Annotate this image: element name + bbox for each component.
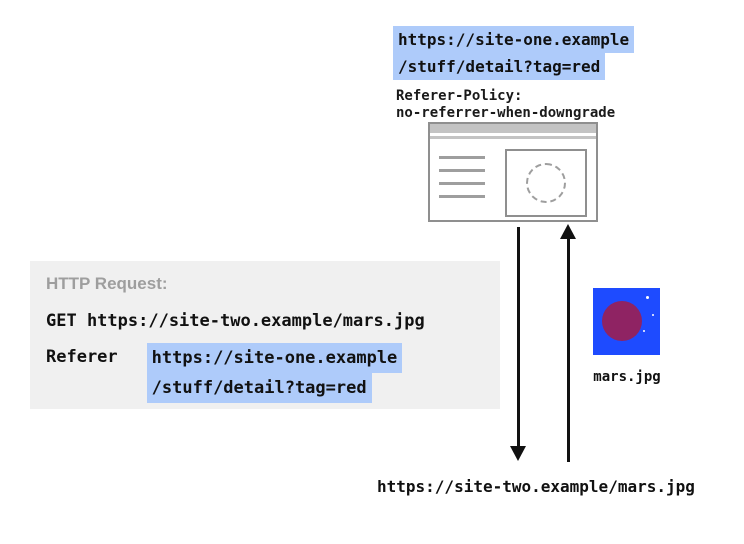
referer-header-row: Referer https://site-one.example /stuff/… — [46, 343, 484, 403]
request-arrow-down — [510, 227, 527, 461]
referer-policy-label: Referer-Policy: — [396, 88, 523, 104]
browser-titlebar — [430, 124, 596, 133]
http-get-line: GET https://site-two.example/mars.jpg — [46, 311, 425, 331]
referer-policy-annotation: Referer-Policy: no-referrer-when-downgra… — [396, 88, 615, 122]
arrow-shaft — [567, 237, 570, 462]
referer-policy-value: no-referrer-when-downgrade — [396, 105, 616, 121]
arrow-head-down-icon — [510, 446, 526, 461]
http-request-panel: HTTP Request: GET https://site-two.examp… — [30, 261, 500, 409]
browser-urlbar — [430, 136, 596, 139]
placeholder-text-lines — [439, 149, 485, 217]
http-request-title: HTTP Request: — [46, 274, 168, 293]
mars-image — [593, 288, 660, 355]
text-line — [439, 156, 485, 159]
referrer-url-line2: /stuff/detail?tag=red — [393, 53, 606, 80]
text-line — [439, 169, 485, 172]
referer-header-label: Referer — [46, 347, 118, 367]
star-dot — [646, 296, 649, 299]
star-dot — [652, 314, 654, 316]
image-placeholder-box — [505, 149, 587, 217]
text-line — [439, 195, 485, 198]
referrer-url-line1: https://site-one.example — [393, 26, 635, 53]
referer-header-value: https://site-one.example /stuff/detail?t… — [146, 343, 403, 403]
star-dot — [643, 330, 645, 332]
planet-circle — [602, 301, 642, 341]
browser-content — [430, 139, 596, 217]
browser-window — [428, 122, 598, 222]
referer-value-line2: /stuff/detail?tag=red — [146, 373, 372, 403]
destination-url: https://site-two.example/mars.jpg — [377, 477, 695, 496]
referer-value-line1: https://site-one.example — [146, 343, 403, 373]
arrow-shaft — [517, 227, 520, 449]
referrer-url: https://site-one.example /stuff/detail?t… — [393, 26, 635, 80]
image-placeholder-circle — [526, 163, 566, 203]
arrow-head-up-icon — [560, 224, 576, 239]
response-arrow-up — [560, 224, 577, 462]
mars-image-label: mars.jpg — [593, 369, 661, 385]
text-line — [439, 182, 485, 185]
